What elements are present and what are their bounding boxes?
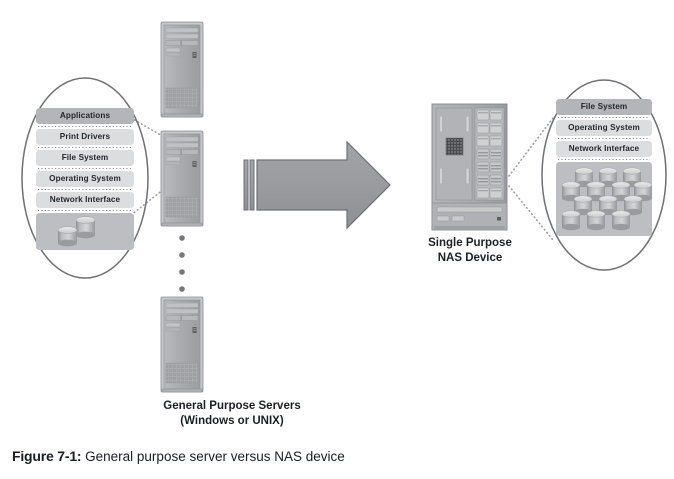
server-ellipsis-dots: [179, 235, 185, 292]
nas-disk-array: [561, 167, 653, 231]
server-tower-bottom: [160, 296, 204, 393]
nas-caption-line-2: NAS Device: [437, 252, 503, 264]
drive-bay-grid: [476, 109, 503, 199]
figure-caption: Figure 7-1: General purpose server versu…: [12, 447, 662, 466]
disk-icon: [586, 210, 606, 231]
servers-caption-line-1: General Purpose Servers: [163, 400, 301, 412]
figure-caption-text: General purpose server versus NAS device: [85, 449, 345, 464]
stack-label-network-interface: Network Interface: [49, 195, 121, 204]
transition-arrow: [243, 140, 391, 230]
stack-label-operating-system: Operating System: [49, 174, 121, 183]
stack-label-applications: Applications: [59, 111, 111, 120]
nas-stack-label-network-interface: Network Interface: [568, 144, 640, 153]
stack-label-print-drivers: Print Drivers: [59, 132, 111, 141]
disk-icon: [75, 216, 96, 239]
disk-icon: [57, 226, 78, 247]
nas-device-cabinet: [431, 103, 508, 231]
disk-icon: [561, 181, 581, 202]
general-server-callout-ellipse: [21, 77, 149, 279]
nas-caption-line-1: Single Purpose: [428, 237, 512, 249]
servers-caption-line-2: (Windows or UNIX): [180, 415, 284, 427]
nas-callout-ellipse: [541, 79, 667, 271]
nas-device-caption: Single Purpose NAS Device: [390, 236, 550, 266]
left-disk-group: [57, 216, 96, 247]
server-tower-top: [160, 21, 204, 118]
right-callout-leader-lines: [508, 117, 554, 241]
stack-label-file-system: File System: [61, 153, 109, 162]
disk-icon: [586, 181, 606, 202]
nas-stack-label-file-system: File System: [580, 102, 628, 111]
disk-icon: [561, 210, 581, 231]
disk-icon: [611, 210, 631, 231]
server-tower-middle: [160, 130, 204, 227]
figure-number: Figure 7-1:: [12, 448, 82, 464]
nas-stack-label-operating-system: Operating System: [568, 123, 640, 132]
general-servers-caption: General Purpose Servers (Windows or UNIX…: [102, 399, 362, 429]
